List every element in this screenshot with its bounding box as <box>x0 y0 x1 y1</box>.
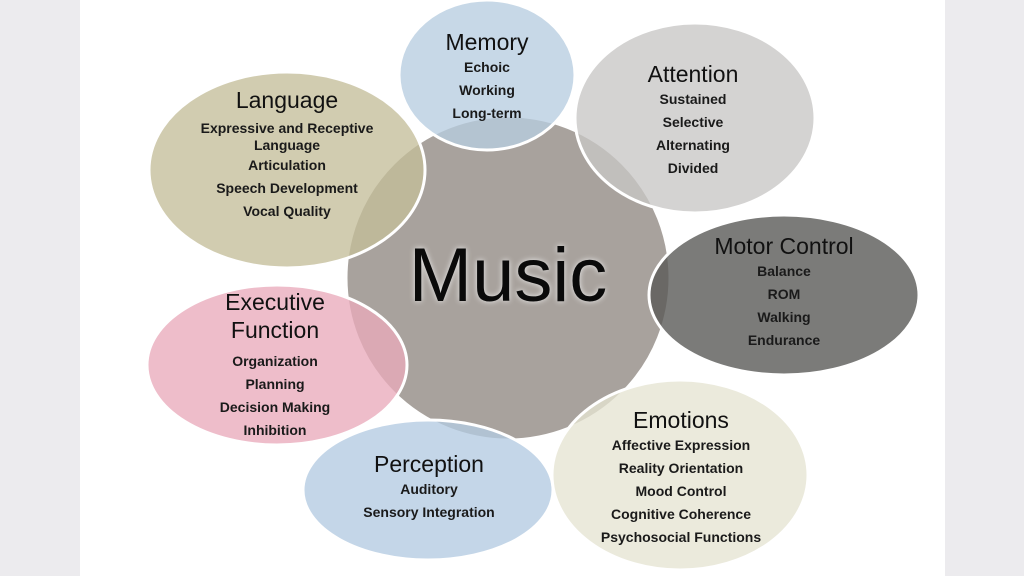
executive-function-ellipse <box>145 283 409 447</box>
memory-label: Memory Echoic Working Long-term <box>445 29 529 121</box>
music-label: Music <box>408 233 608 318</box>
language-ellipse <box>147 70 427 270</box>
motor-control-label: Motor Control Balance ROM Walking Endura… <box>714 233 854 348</box>
executive-function-label: Executive Function Organization Planning… <box>219 289 331 438</box>
emotions-ellipse <box>550 378 810 572</box>
memory-ellipse <box>397 0 577 152</box>
attention-label: Attention Sustained Selective Alternatin… <box>647 61 739 176</box>
language-label: Language Expressive and Receptive Langua… <box>200 87 374 219</box>
attention-ellipse <box>573 21 817 215</box>
perception-label: Perception Auditory Sensory Integration <box>363 451 495 520</box>
motor-control-ellipse <box>647 213 921 377</box>
emotions-label: Emotions Affective Expression Reality Or… <box>600 407 762 545</box>
